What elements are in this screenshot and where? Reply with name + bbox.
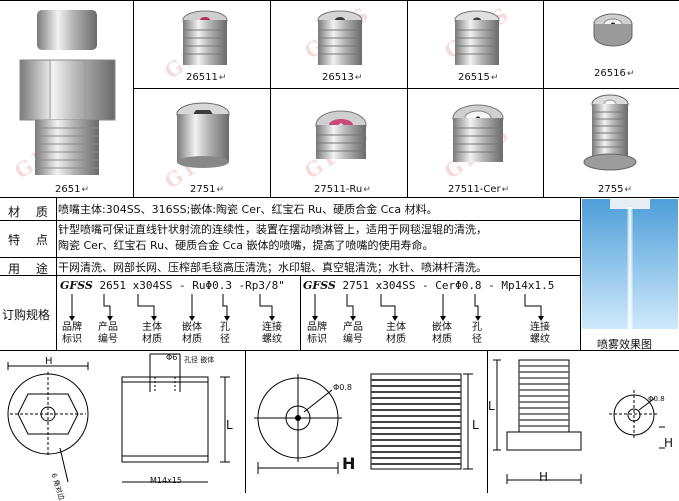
brand-mark: GFSS: [60, 279, 93, 292]
nozzle-26515-image: [454, 10, 500, 65]
product-label: 2651↵: [55, 184, 89, 195]
feature-label: 特 点: [8, 233, 54, 247]
dimension-phi08: Φ0.8: [333, 383, 353, 392]
product-label: 27511-Cer↵: [448, 184, 510, 195]
product-label: 26511↵: [186, 72, 227, 83]
code-label-brand: 品牌 标识: [307, 322, 327, 345]
order-spec-2: GFSS 2751 x304SS - CerΦ0.8 - Mp14x1.5: [303, 279, 555, 292]
code-label-orifice: 孔 径: [472, 322, 482, 345]
product-label: 27511-Ru↵: [314, 184, 371, 195]
drawing-2651: [7, 353, 230, 483]
dimension-note: 孔径 嵌体: [184, 356, 215, 364]
dimension-l: L: [472, 418, 479, 432]
material-text: 喷嘴主体:304SS、316SS;嵌体:陶瓷 Cer、红宝石 Ru、硬质合金 C…: [58, 203, 438, 216]
code-label-product: 产品 编号: [98, 322, 118, 345]
spray-effect-image: [582, 199, 678, 329]
nozzle-27511-cer-image: [452, 104, 504, 162]
use-label: 用 途: [8, 262, 54, 276]
code-label-brand: 品牌 标识: [62, 322, 82, 345]
drawing-26511: [254, 373, 473, 474]
product-label: 2755↵: [598, 184, 632, 195]
code-label-body: 主体 材质: [386, 322, 406, 345]
nozzle-26513-image: [317, 10, 363, 65]
dimension-h: H: [45, 356, 53, 367]
product-label: 26516↵: [594, 68, 635, 79]
product-label: 26513↵: [322, 72, 363, 83]
drawing-2755: [493, 359, 665, 484]
code-label-orifice: 孔 径: [220, 322, 230, 345]
dimension-phi08: Φ0.8: [648, 395, 665, 403]
code-label-thread: 连接 螺纹: [530, 322, 550, 345]
product-label: 2751↵: [190, 184, 224, 195]
code-label-thread: 连接 螺纹: [262, 322, 282, 345]
order-spec-1: GFSS 2651 x304SS - RuΦ0.3 -Rp3/8": [60, 279, 285, 292]
code-label-product: 产品 编号: [343, 322, 363, 345]
nozzle-27511-ru-image: [315, 110, 367, 159]
nozzle-2651-image: [19, 10, 116, 175]
order-arrows-2: [312, 294, 544, 321]
nozzle-26516-image: [593, 13, 633, 47]
dimension-phi6: Φ6: [166, 353, 178, 362]
spray-effect-caption: 喷雾效果图: [597, 338, 652, 351]
material-label: 材 质: [8, 205, 54, 219]
nozzle-2755-image: [583, 94, 637, 171]
nozzle-26511-image: [182, 10, 228, 65]
dimension-h: H: [664, 436, 674, 450]
order-arrows-1: [69, 294, 275, 321]
dimension-h: H: [342, 454, 356, 473]
feature-line1: 针型喷嘴可保证直线针状射流的连续性，装置在摆动喷淋管上，适用于网毯湿辊的清洗，: [58, 223, 487, 236]
dimension-l: L: [488, 399, 495, 413]
dimension-h: H: [539, 470, 549, 484]
order-label: 订购规格: [2, 308, 51, 322]
use-text: 干网清洗、网部长网、压榨部毛毯高压清洗；水印辊、真空辊清洗；水针、喷淋杆清洗。: [58, 261, 487, 274]
feature-line2: 陶瓷 Cer、红宝石 Ru、硬质合金 Cca 嵌体的喷嘴，提高了喷嘴的使用寿命。: [58, 239, 434, 252]
brand-mark: GFSS: [303, 279, 336, 292]
code-label-body: 主体 材质: [142, 322, 162, 345]
code-label-insert: 嵌体 材质: [182, 322, 202, 345]
dimension-l: L: [226, 418, 233, 432]
product-label: 26515↵: [458, 72, 499, 83]
code-label-insert: 嵌体 材质: [432, 322, 452, 345]
nozzle-2751-image: [176, 102, 230, 168]
dimension-thread: M14x15: [150, 476, 182, 485]
